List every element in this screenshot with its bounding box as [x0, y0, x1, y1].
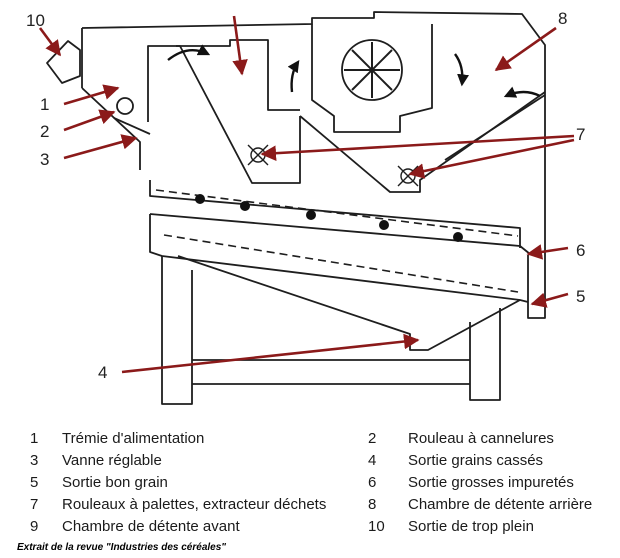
- machine-outline: [46, 11, 546, 405]
- fan-spokes: [344, 42, 400, 98]
- legend-number: 10: [368, 518, 385, 535]
- callout-arrow-1: [63, 84, 120, 106]
- callout-10: 10: [26, 11, 45, 30]
- callout-arrow-10: [38, 27, 62, 57]
- airflow-arrow: [454, 53, 470, 87]
- callout-4: 4: [98, 363, 107, 382]
- callout-labels: 10 1 2 3 8 7 6 5 4: [26, 9, 585, 382]
- right-leg: [469, 308, 501, 401]
- callout-arrows: [38, 15, 575, 374]
- legend-text: Vanne réglable: [62, 452, 162, 469]
- legend-text: Rouleaux à palettes, extracteur déchets: [62, 496, 327, 513]
- sieve-roller: [379, 220, 389, 230]
- legend-text: Sortie bon grain: [62, 474, 168, 491]
- callout-8: 8: [558, 9, 567, 28]
- legend-number: 4: [368, 452, 377, 469]
- callout-arrow-7a: [260, 134, 575, 161]
- rear-divider: [444, 94, 546, 161]
- legend-number: 2: [368, 430, 377, 447]
- legend-text: Chambre de détente arrière: [408, 496, 593, 513]
- legend-text: Trémie d'alimentation: [62, 430, 205, 447]
- sieve-mesh: [155, 189, 519, 293]
- callout-arrow-3: [63, 134, 138, 160]
- callout-arrow-6: [526, 244, 569, 260]
- legend-number: 3: [30, 452, 39, 469]
- airflow-arrow: [167, 44, 211, 61]
- legend-number: 1: [30, 430, 39, 447]
- feed-hopper: [81, 87, 141, 170]
- housing-outline: [81, 11, 546, 319]
- callout-arrow-9: [232, 15, 248, 76]
- callout-3: 3: [40, 150, 49, 169]
- sieve-roller: [240, 201, 250, 211]
- callout-arrow-8: [494, 26, 557, 72]
- legend-number: 7: [30, 496, 39, 513]
- legend-text: Chambre de détente avant: [62, 518, 240, 535]
- sieve-roller: [453, 232, 463, 242]
- legend-number: 9: [30, 518, 39, 535]
- callout-6: 6: [576, 241, 585, 260]
- airflow-arrows: [167, 44, 541, 98]
- callout-1: 1: [40, 95, 49, 114]
- machine-diagram: 10 1 2 3 8 7 6 5 4: [26, 9, 585, 405]
- upper-sieve-bottom: [149, 213, 531, 255]
- front-chamber-divider: [176, 39, 300, 111]
- legend-number: 8: [368, 496, 377, 513]
- front-expansion-chamber: [147, 45, 301, 184]
- lower-sieve-frame: [149, 214, 529, 303]
- callout-arrow-5: [530, 292, 569, 308]
- upper-sieve-frame: [149, 180, 521, 248]
- legend-text: Rouleau à cannelures: [408, 430, 554, 447]
- legend-number: 5: [30, 474, 39, 491]
- left-leg: [161, 256, 193, 405]
- callout-arrow-4: [121, 333, 420, 374]
- callout-5: 5: [576, 287, 585, 306]
- legend: 1 Trémie d'alimentation 2 Rouleau à cann…: [0, 428, 620, 540]
- rear-chamber-box: [311, 24, 433, 133]
- sieve-rollers: [195, 194, 463, 242]
- overflow-outlet: [46, 40, 81, 84]
- callout-2: 2: [40, 122, 49, 141]
- legend-number: 6: [368, 474, 377, 491]
- broken-grain-trough: [177, 255, 521, 351]
- airflow-arrow: [503, 86, 541, 98]
- fluted-roller: [116, 97, 134, 115]
- sieve-roller: [306, 210, 316, 220]
- adjustable-gate: [113, 117, 151, 135]
- rear-chamber-slope: [299, 91, 546, 193]
- airflow-arrow: [287, 60, 300, 93]
- callout-7: 7: [576, 125, 585, 144]
- fan-wheel: [341, 39, 403, 101]
- callout-arrow-2: [63, 109, 116, 132]
- legend-text: Sortie grains cassés: [408, 452, 544, 469]
- source-credit: Extrait de la revue "Industries des céré…: [17, 542, 227, 553]
- legend-text: Sortie grosses impuretés: [408, 474, 574, 491]
- legend-text: Sortie de trop plein: [408, 518, 534, 535]
- sieve-roller: [195, 194, 205, 204]
- callout-arrow-7b: [408, 138, 575, 179]
